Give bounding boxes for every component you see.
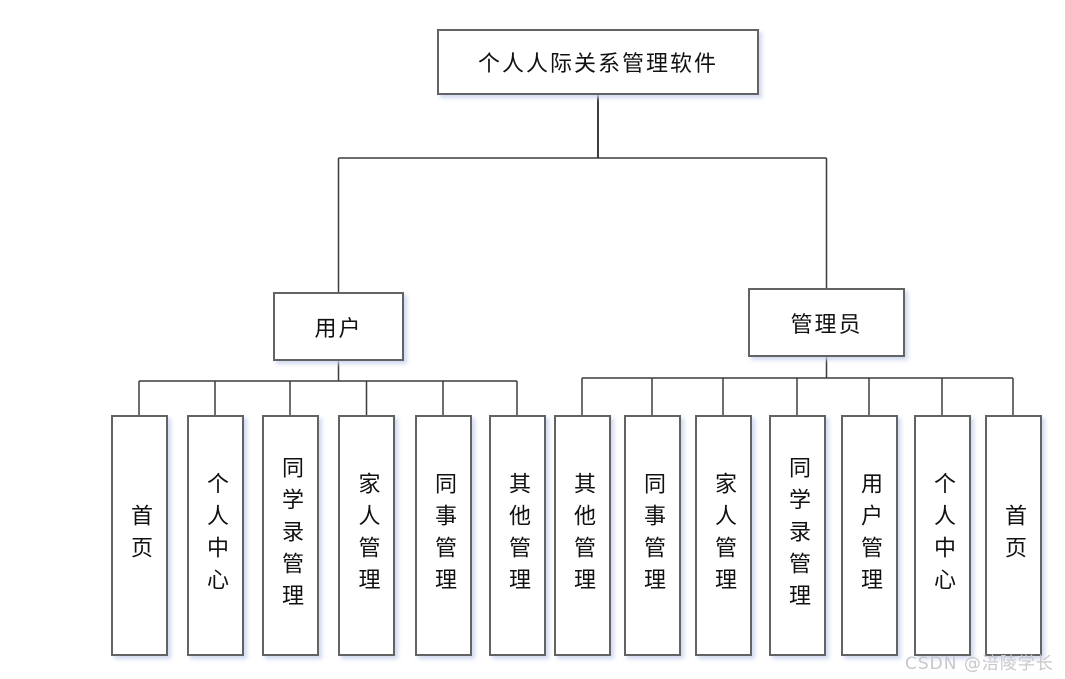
node-admin-label: 管理员 [790, 312, 863, 338]
node-user: 用户 [273, 292, 404, 361]
node-admin-family-mgmt: 家人管理 [694, 415, 752, 656]
node-admin-user-mgmt: 用户管理 [840, 415, 898, 656]
node-user-family-mgmt: 家人管理 [338, 415, 395, 656]
csdn-watermark: CSDN @涪陵学长 [905, 654, 1054, 674]
node-user-classmates-mgmt: 同学录管理 [261, 415, 319, 656]
node-admin-home: 首页 [984, 415, 1042, 656]
node-admin-colleague-mgmt: 同事管理 [623, 415, 681, 656]
node-admin-other-mgmt: 其他管理 [553, 415, 611, 656]
node-user-other-mgmt: 其他管理 [488, 415, 546, 656]
node-admin: 管理员 [748, 288, 905, 357]
node-user-personal-center: 个人中心 [186, 415, 244, 656]
node-user-home: 首页 [110, 415, 168, 656]
node-admin-classmates-mgmt: 同学录管理 [768, 415, 826, 656]
node-root: 个人人际关系管理软件 [437, 29, 759, 95]
node-user-label: 用户 [314, 316, 363, 342]
node-root-label: 个人人际关系管理软件 [477, 52, 718, 77]
node-admin-personal-center: 个人中心 [913, 415, 971, 656]
node-user-colleague-mgmt: 同事管理 [414, 415, 472, 656]
